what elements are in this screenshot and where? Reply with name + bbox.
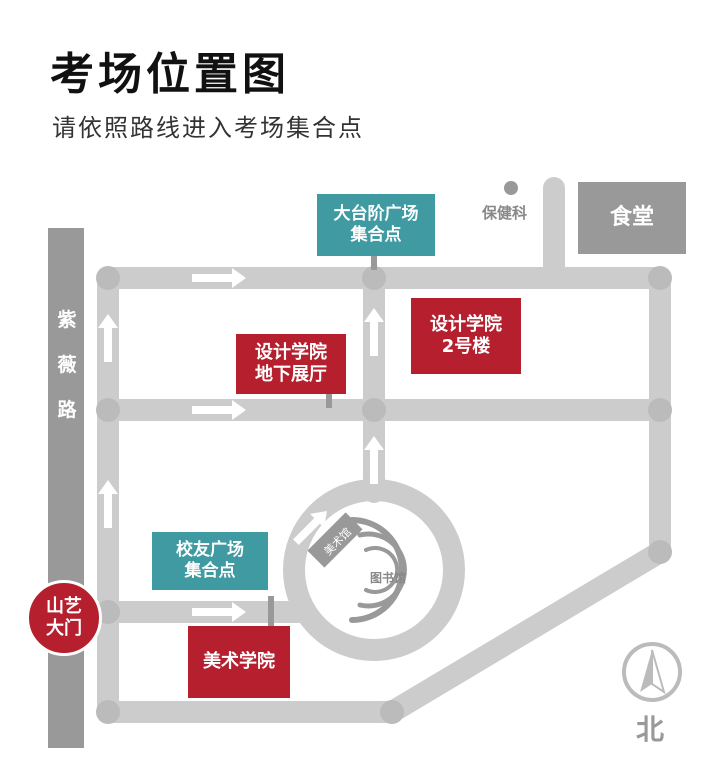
alumni-square-assembly-point: 校友广场 集合点 xyxy=(152,532,268,590)
fine-arts-exam-site: 美术学院 xyxy=(188,626,290,698)
road-char: 薇 xyxy=(57,354,77,376)
design-building-2-exam-site: 设计学院 2号楼 xyxy=(411,298,521,374)
arrow-up-icon xyxy=(364,308,384,356)
arrow-right-icon xyxy=(192,602,246,622)
assembly-label-line: 大台阶广场 xyxy=(333,203,419,224)
arrow-up-icon xyxy=(293,511,327,545)
ziwei-road-label: 紫 薇 路 xyxy=(52,305,82,440)
canteen-label: 食堂 xyxy=(609,205,654,231)
arrow-up-icon xyxy=(364,436,384,484)
north-compass-icon xyxy=(622,642,682,702)
arrow-right-icon xyxy=(192,268,246,288)
arrow-up-icon xyxy=(98,480,118,528)
box-connectors xyxy=(268,256,377,626)
assembly-label-line: 集合点 xyxy=(350,225,402,245)
page-subtitle: 请依照路线进入考场集合点 xyxy=(52,114,364,142)
gate-label-line: 山艺 xyxy=(46,595,82,617)
page-title: 考场位置图 xyxy=(50,49,290,100)
assembly-label-line: 集合点 xyxy=(184,561,236,581)
design-hall-exam-site: 设计学院 地下展厅 xyxy=(236,334,346,394)
exam-site-label-line: 设计学院 xyxy=(430,313,502,335)
junction-nodes xyxy=(96,266,672,724)
assembly-label-line: 校友广场 xyxy=(176,539,244,560)
main-gate: 山艺 大门 xyxy=(26,580,102,656)
library-icon xyxy=(349,517,407,623)
library-label: 图书馆 xyxy=(370,570,406,585)
ziwei-road xyxy=(48,228,84,748)
exam-site-label: 美术学院 xyxy=(203,650,275,672)
gate-label-line: 大门 xyxy=(46,618,82,639)
direction-arrows xyxy=(98,268,384,622)
road-char: 路 xyxy=(57,399,77,421)
exam-site-label-line: 设计学院 xyxy=(255,341,327,363)
arrow-right-icon xyxy=(192,400,246,420)
clinic-label: 保健科 xyxy=(482,204,528,222)
north-label: 北 xyxy=(636,713,665,746)
canteen-building: 食堂 xyxy=(578,182,686,254)
exam-site-label-line: 2号楼 xyxy=(441,336,491,357)
clinic-dot-icon xyxy=(504,181,518,195)
big-steps-assembly-point: 大台阶广场 集合点 xyxy=(317,194,435,256)
art-museum-block xyxy=(307,512,363,568)
road-char: 紫 xyxy=(57,309,77,331)
roundabout xyxy=(283,479,465,661)
exam-site-label-line: 地下展厅 xyxy=(255,364,327,385)
arrow-up-icon xyxy=(98,314,118,362)
